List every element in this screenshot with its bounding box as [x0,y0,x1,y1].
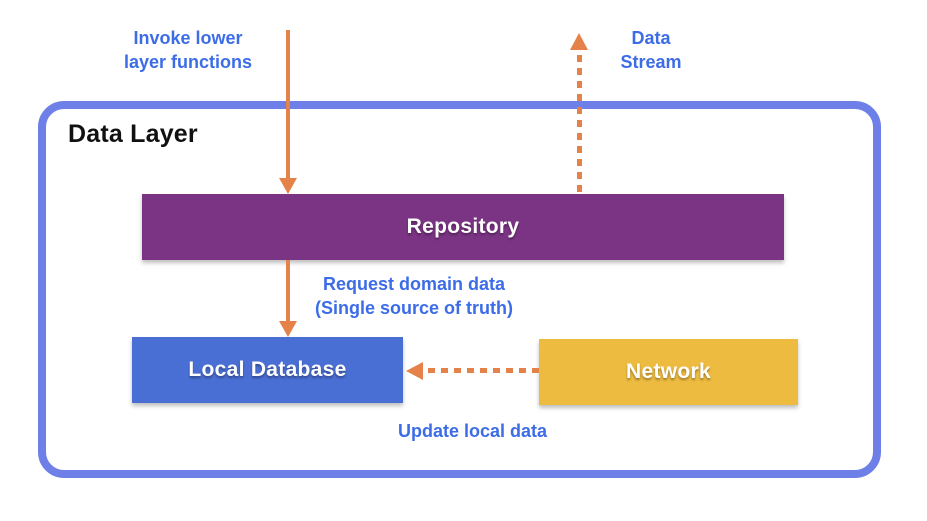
invoke-label-line2: layer functions [123,52,253,72]
invoke-label-line1: Invoke lower [133,28,243,48]
request-arrow-head-icon [279,321,297,337]
update-arrow-line [428,368,539,373]
data-layer-title: Data Layer [68,120,198,148]
network-node-label: Network [626,360,711,383]
invoke-arrow-line [286,30,290,179]
invoke-label: Invoke lower layer functions [93,26,283,74]
invoke-arrow-head-icon [279,178,297,194]
data-stream-arrow-head-icon [570,33,588,50]
local-database-node-label: Local Database [188,358,347,381]
repository-node: Repository [142,194,784,260]
repository-node-label: Repository [406,215,520,238]
network-node: Network [539,339,798,405]
request-label-line2: (Single source of truth) [315,298,513,318]
request-label-line1: Request domain data [322,274,506,294]
request-arrow-line [286,260,290,322]
local-database-node: Local Database [132,337,403,403]
update-label: Update local data [370,419,575,443]
data-stream-arrow-line [577,55,582,193]
update-label-line1: Update local data [397,421,548,441]
data-layer-container [38,101,881,478]
data-stream-label-line1: Data [631,28,671,48]
update-arrow-head-icon [406,362,423,380]
data-stream-label: Data Stream [596,26,706,74]
data-stream-label-line2: Stream [620,52,682,72]
request-label: Request domain data (Single source of tr… [298,272,530,320]
